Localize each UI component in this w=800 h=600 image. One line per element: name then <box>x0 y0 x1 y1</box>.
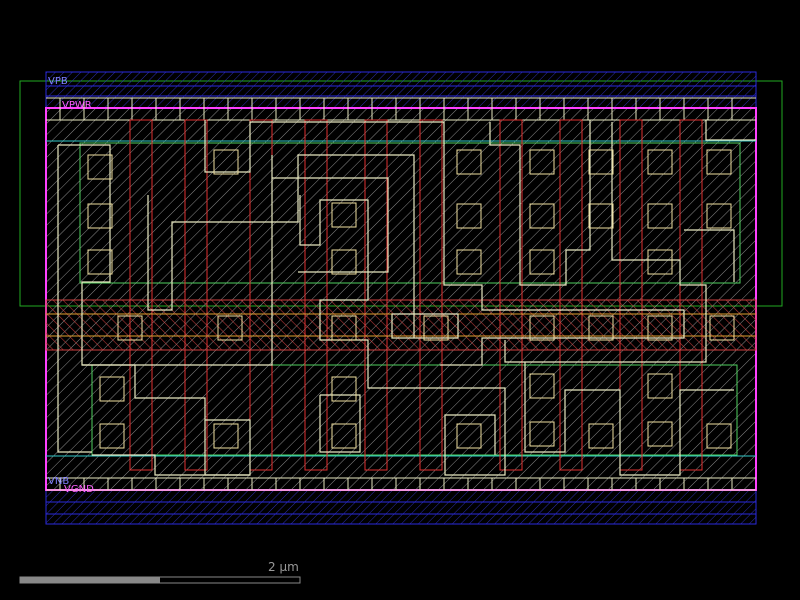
contact-via <box>588 203 614 229</box>
contact-via <box>706 423 732 449</box>
contact-via <box>99 376 125 402</box>
contact-via <box>213 423 239 449</box>
contact-via <box>529 373 555 399</box>
contact-via <box>331 376 357 402</box>
contact-via <box>588 315 614 341</box>
local-interconnect <box>57 120 756 476</box>
contact-via <box>647 149 673 175</box>
contact-via <box>647 421 673 447</box>
contact-via <box>529 421 555 447</box>
vgnd-label: VGND <box>64 484 94 495</box>
contact-via <box>331 315 357 341</box>
contact-via <box>87 203 113 229</box>
contact-via <box>99 423 125 449</box>
scale-label: 2 µm <box>268 560 299 574</box>
cell-boundary <box>45 107 757 491</box>
contact-via <box>647 249 673 275</box>
contact-via <box>331 249 357 275</box>
poly-band <box>45 299 757 351</box>
contact-via <box>213 149 239 175</box>
bottom-ground-rail <box>45 489 757 525</box>
vpwr-label: VPWR <box>62 100 92 111</box>
contact-via <box>87 154 113 180</box>
contact-via <box>331 202 357 228</box>
contact-via <box>456 203 482 229</box>
diffusion-regions <box>79 142 741 456</box>
scale-bar-fill <box>20 577 160 583</box>
contact-via <box>456 423 482 449</box>
contact-via <box>706 203 732 229</box>
contact-via <box>529 203 555 229</box>
contact-via <box>456 249 482 275</box>
contact-via <box>529 249 555 275</box>
contact-via <box>709 315 735 341</box>
contact-via <box>647 373 673 399</box>
contact-via <box>706 149 732 175</box>
contact-via <box>217 315 243 341</box>
vpb-label: VPB <box>48 76 68 87</box>
poly-gates <box>129 119 703 471</box>
contact-via <box>456 149 482 175</box>
contact-via <box>529 149 555 175</box>
contact-via <box>588 423 614 449</box>
tap-rows <box>46 97 756 491</box>
top-power-rail <box>45 71 757 109</box>
contact-via <box>588 149 614 175</box>
contact-via <box>423 315 449 341</box>
contact-via <box>87 249 113 275</box>
contact-via <box>117 315 143 341</box>
scale-bar: 2 µm <box>19 560 301 584</box>
contact-via <box>529 315 555 341</box>
rail-tick-marks <box>59 98 733 490</box>
contact-via <box>647 203 673 229</box>
contacts <box>87 149 735 449</box>
contact-via <box>647 315 673 341</box>
contact-via <box>331 423 357 449</box>
vnb-label: VNB <box>48 476 69 487</box>
